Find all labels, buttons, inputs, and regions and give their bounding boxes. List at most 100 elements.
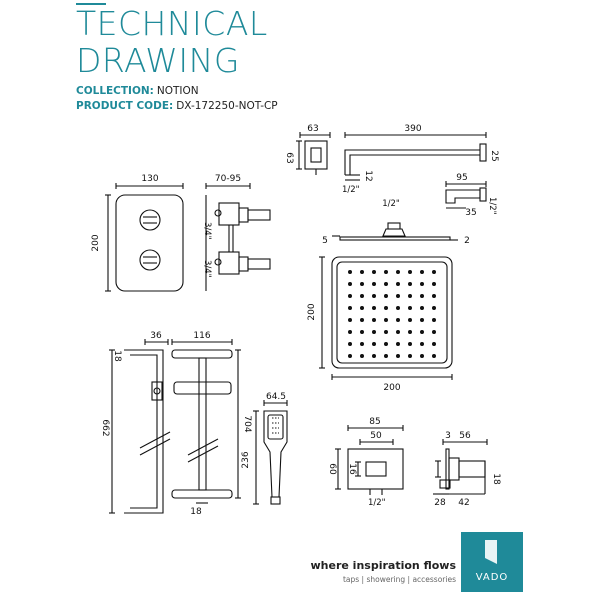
dim-head-width: 200 <box>383 383 400 393</box>
nozzle-dot <box>360 270 364 274</box>
dim-elbow-35: 35 <box>465 208 476 218</box>
nozzle-dot <box>408 342 412 346</box>
dim-outlet-50: 50 <box>370 431 382 441</box>
nozzle-dot <box>348 306 352 310</box>
nozzle-dot <box>372 306 376 310</box>
nozzle-dot <box>372 354 376 358</box>
logo-text: VADO <box>475 572 509 583</box>
product-code-value: DX-172250-NOT-CP <box>176 100 278 112</box>
elbow-drawing <box>445 181 487 209</box>
nozzle-dot <box>432 318 436 322</box>
wall-outlet-side-drawing <box>433 439 488 495</box>
nozzle-dot <box>360 354 364 358</box>
nozzle-dot <box>360 330 364 334</box>
nozzle-dot <box>348 318 352 322</box>
dim-arm-length: 390 <box>404 124 421 134</box>
dim-valve-inlet-bottom: 3/4" <box>202 260 212 278</box>
nozzle-dot <box>432 342 436 346</box>
nozzle-dot <box>372 318 376 322</box>
nozzle-dot <box>420 270 424 274</box>
nozzle-dot <box>420 330 424 334</box>
slide-rail-side-drawing <box>109 339 171 514</box>
dim-rail2-18: 18 <box>190 507 202 517</box>
nozzle-dot <box>408 306 412 310</box>
slide-rail-front-drawing <box>171 339 241 504</box>
nozzle-dot <box>432 270 436 274</box>
valve-side-drawing <box>205 183 271 291</box>
vado-logo: VADO <box>461 532 523 592</box>
nozzle-dot <box>420 354 424 358</box>
dim-side-18: 18 <box>491 473 501 485</box>
dim-rail2-width: 116 <box>193 331 210 341</box>
nozzle-dot <box>420 294 424 298</box>
dim-head-thread: 1/2" <box>382 199 400 209</box>
nozzle-dot <box>372 330 376 334</box>
nozzle-dot <box>372 270 376 274</box>
nozzle-dot <box>432 282 436 286</box>
dim-valve-inlet-top: 3/4" <box>202 222 212 240</box>
nozzle-dot <box>396 282 400 286</box>
nozzle-dot <box>396 270 400 274</box>
nozzle-dot <box>420 318 424 322</box>
dim-arm-tube: 25 <box>489 150 499 161</box>
nozzle-dot <box>348 330 352 334</box>
nozzle-dot <box>372 294 376 298</box>
nozzle-dot <box>420 342 424 346</box>
dim-handset-height: 236 <box>241 451 251 468</box>
dim-outlet-16: 16 <box>347 463 357 475</box>
dim-elbow-thread: 1/2" <box>487 197 497 215</box>
nozzle-dot <box>384 270 388 274</box>
dim-arm-thread: 1/2" <box>342 185 360 195</box>
product-code-label: PRODUCT CODE: <box>76 100 174 112</box>
nozzle-dot <box>408 270 412 274</box>
dim-arm-plate-width: 63 <box>307 124 318 134</box>
nozzle-dot <box>384 342 388 346</box>
nozzle-grid <box>348 270 436 358</box>
dim-arm-plate-height: 63 <box>284 152 294 163</box>
nozzle-dot <box>396 306 400 310</box>
nozzle-dot <box>408 354 412 358</box>
dim-rail-bracket: 36 <box>150 331 162 341</box>
header-accent-line <box>76 3 106 5</box>
nozzle-dot <box>348 282 352 286</box>
dim-valve-depth: 70-95 <box>215 174 241 184</box>
dim-head-thick-right: 2 <box>464 236 470 246</box>
nozzle-dot <box>348 270 352 274</box>
dim-head-height: 200 <box>307 303 317 320</box>
nozzle-dot <box>432 306 436 310</box>
nozzle-dot <box>384 318 388 322</box>
nozzle-dot <box>432 330 436 334</box>
product-code-line: PRODUCT CODE:DX-172250-NOT-CP <box>76 99 278 113</box>
nozzle-dot <box>420 282 424 286</box>
dim-elbow-length: 95 <box>456 173 467 183</box>
footer-subtagline: taps | showering | accessories <box>342 575 456 584</box>
nozzle-dot <box>408 330 412 334</box>
nozzle-dot <box>396 330 400 334</box>
valve-plate-drawing <box>105 183 184 292</box>
nozzle-dot <box>396 354 400 358</box>
nozzle-dot <box>348 294 352 298</box>
dim-side-42: 42 <box>458 498 469 508</box>
nozzle-dot <box>396 294 400 298</box>
footer-tagline: where inspiration flows <box>310 559 456 572</box>
nozzle-dot <box>372 342 376 346</box>
nozzle-dot <box>372 282 376 286</box>
shower-head-side-drawing <box>332 222 458 241</box>
wall-outlet-front-drawing <box>335 425 404 495</box>
nozzle-dot <box>408 318 412 322</box>
dim-side-3: 3 <box>445 431 451 441</box>
nozzle-dot <box>408 294 412 298</box>
page-title-line1: TECHNICAL <box>76 4 268 43</box>
shower-arm-drawing <box>296 132 487 181</box>
page-title-line2: DRAWING <box>76 41 240 80</box>
dim-outlet-thread: 1/2" <box>368 498 386 508</box>
nozzle-dot <box>360 318 364 322</box>
nozzle-dot <box>384 294 388 298</box>
collection-line: COLLECTION:NOTION <box>76 84 199 98</box>
dim-arm-12: 12 <box>363 170 373 181</box>
nozzle-dot <box>408 282 412 286</box>
collection-label: COLLECTION: <box>76 85 154 97</box>
nozzle-dot <box>384 330 388 334</box>
dim-side-28: 28 <box>434 498 446 508</box>
